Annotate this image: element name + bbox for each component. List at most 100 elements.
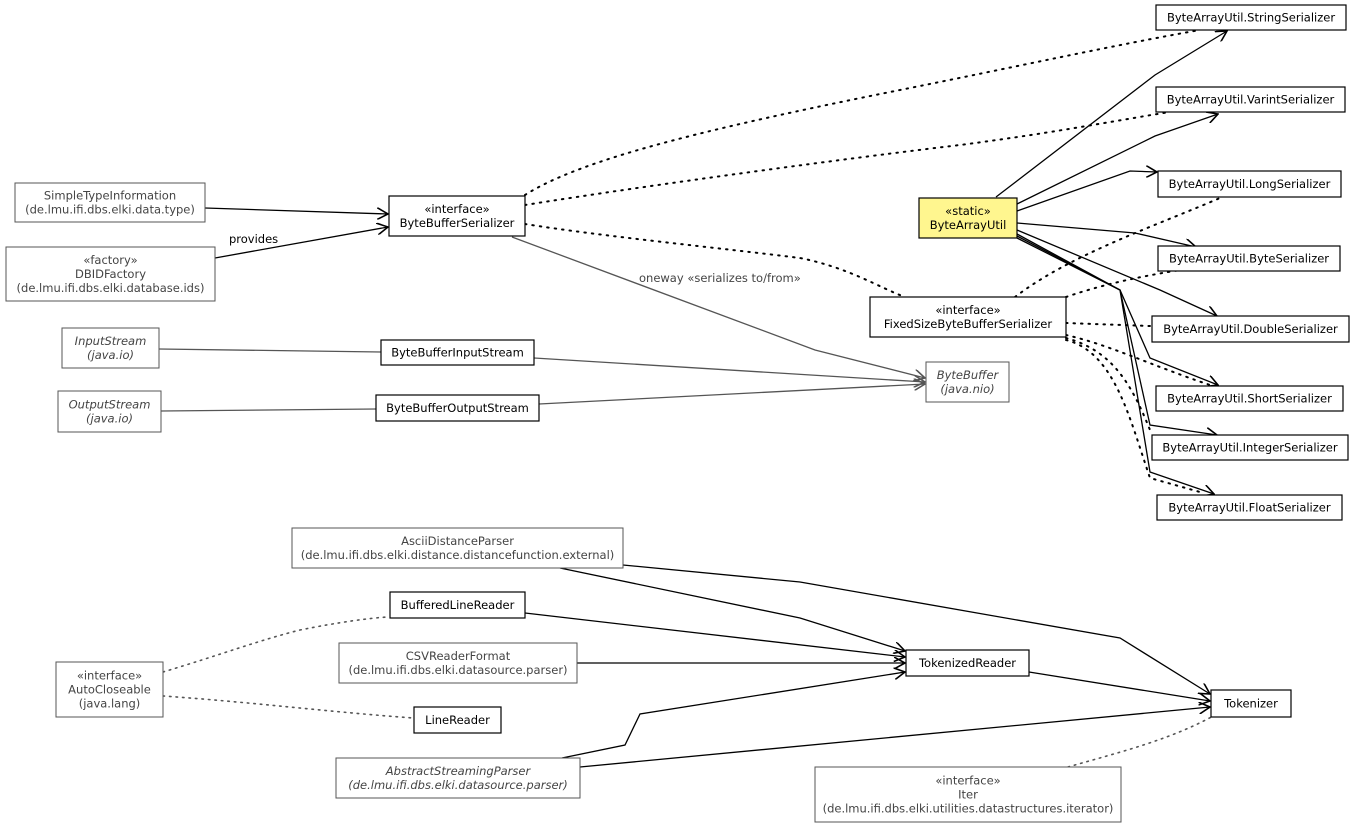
class-simpletypeinformation[interactable]: SimpleTypeInformation(de.lmu.ifi.dbs.elk… bbox=[14, 182, 206, 223]
edge-bytearrayutil-byte bbox=[1016, 222, 1196, 247]
class-bytebufferinputstream[interactable]: ByteBufferInputStream bbox=[380, 339, 535, 366]
edge-bbinput-bytebuffer bbox=[533, 357, 925, 382]
node-border bbox=[291, 527, 624, 569]
node-border bbox=[5, 246, 216, 302]
node-border bbox=[413, 706, 502, 734]
node-label-line: ByteArrayUtil.IntegerSerializer bbox=[1162, 441, 1337, 455]
node-label-line: AbstractStreamingParser bbox=[385, 764, 532, 778]
node-border bbox=[335, 757, 581, 799]
edge-bytearrayutil-double bbox=[1016, 229, 1217, 316]
class-tokenizedreader[interactable]: TokenizedReader bbox=[905, 649, 1030, 677]
node-label-line: CSVReaderFormat bbox=[406, 649, 511, 663]
class-float-serializer[interactable]: ByteArrayUtil.FloatSerializer bbox=[1156, 494, 1343, 521]
edge-fixed-short bbox=[1065, 334, 1211, 386]
class-bufferedlinereader[interactable]: BufferedLineReader bbox=[389, 591, 526, 619]
class-integer-serializer[interactable]: ByteArrayUtil.IntegerSerializer bbox=[1151, 434, 1349, 461]
interface-fixedsizebytebufferserializer[interactable]: «interface»FixedSizeByteBufferSerializer bbox=[869, 296, 1067, 338]
class-outputstream[interactable]: OutputStream(java.io) bbox=[57, 390, 162, 433]
node-label-line: BufferedLineReader bbox=[401, 598, 515, 612]
edge-iter-tokenizer bbox=[1067, 714, 1216, 768]
node-label-line: ByteArrayUtil.VarintSerializer bbox=[1167, 93, 1335, 107]
node-border bbox=[57, 390, 162, 433]
class-dbidfactory[interactable]: «factory»DBIDFactory(de.lmu.ifi.dbs.elki… bbox=[5, 246, 216, 302]
node-border bbox=[1156, 494, 1343, 521]
edge-bboutput-bytebuffer bbox=[538, 384, 925, 405]
node-border bbox=[1151, 315, 1350, 343]
edge-tokenizedreader-tokenizer bbox=[1028, 671, 1210, 701]
node-label-line: ByteArrayUtil.DoubleSerializer bbox=[1163, 322, 1338, 336]
class-bytebuffer[interactable]: ByteBuffer(java.nio) bbox=[925, 361, 1010, 403]
node-border bbox=[814, 766, 1122, 823]
edge-label-provides: provides bbox=[229, 232, 278, 246]
node-label-line: «factory» bbox=[83, 253, 137, 267]
node-label-line: InputStream bbox=[75, 334, 147, 348]
interface-iter[interactable]: «interface»Iter(de.lmu.ifi.dbs.elki.util… bbox=[814, 766, 1122, 823]
node-label-line: (de.lmu.ifi.dbs.elki.distance.distancefu… bbox=[301, 548, 615, 562]
node-label-line: FixedSizeByteBufferSerializer bbox=[884, 317, 1052, 331]
node-label-line: Iter bbox=[958, 788, 978, 802]
node-border bbox=[380, 339, 535, 366]
node-label-line: ByteBufferOutputStream bbox=[386, 401, 529, 415]
node-border bbox=[869, 296, 1067, 338]
edge-outputstream-bboutput bbox=[160, 408, 377, 412]
node-label-line: TokenizedReader bbox=[918, 656, 1016, 670]
class-bytearrayutil[interactable]: «static»ByteArrayUtil bbox=[918, 197, 1018, 239]
node-label-line: ByteArrayUtil.LongSerializer bbox=[1169, 177, 1331, 191]
node-label-line: ByteBufferSerializer bbox=[400, 216, 515, 230]
class-abstractstreamingparser[interactable]: AbstractStreamingParser(de.lmu.ifi.dbs.e… bbox=[335, 757, 581, 799]
class-linereader[interactable]: LineReader bbox=[413, 706, 502, 734]
class-short-serializer[interactable]: ByteArrayUtil.ShortSerializer bbox=[1155, 385, 1344, 412]
class-asciidistanceparser[interactable]: AsciiDistanceParser(de.lmu.ifi.dbs.elki.… bbox=[291, 527, 624, 569]
node-label-line: «interface» bbox=[935, 303, 1000, 317]
interface-autocloseable[interactable]: «interface»AutoCloseable(java.lang) bbox=[55, 661, 164, 718]
edge-bytearrayutil-long bbox=[1016, 171, 1157, 212]
node-label-line: (java.nio) bbox=[940, 382, 994, 396]
edge-bytearrayutil-float bbox=[1016, 237, 1214, 494]
node-border bbox=[1151, 434, 1349, 461]
node-border bbox=[1157, 170, 1342, 198]
class-string-serializer[interactable]: ByteArrayUtil.StringSerializer bbox=[1155, 4, 1347, 31]
node-label-line: ByteBufferInputStream bbox=[391, 346, 524, 360]
edge-bytearrayutil-short bbox=[1016, 233, 1218, 385]
class-long-serializer[interactable]: ByteArrayUtil.LongSerializer bbox=[1157, 170, 1342, 198]
edge-autocloseable-buffered bbox=[162, 616, 389, 673]
node-label-line: (de.lmu.ifi.dbs.elki.datasource.parser) bbox=[348, 663, 567, 677]
node-border bbox=[1155, 4, 1347, 31]
node-label-line: «interface» bbox=[77, 669, 142, 683]
node-label-line: ByteArrayUtil.ByteSerializer bbox=[1169, 252, 1329, 266]
node-label-line: ByteArrayUtil.StringSerializer bbox=[1167, 11, 1335, 25]
edge-dbid-bbser bbox=[214, 227, 388, 259]
edge-bbser-varint bbox=[524, 111, 1171, 206]
node-label-line: Tokenizer bbox=[1223, 697, 1278, 711]
edge-abstract-tokenizedreader bbox=[561, 672, 905, 759]
class-tokenizer[interactable]: Tokenizer bbox=[1210, 689, 1292, 718]
node-border bbox=[1210, 689, 1292, 718]
node-border bbox=[338, 642, 578, 684]
edge-fixed-integer bbox=[1065, 337, 1151, 431]
edge-fixed-byte bbox=[1065, 269, 1181, 298]
node-label-line: ByteArrayUtil bbox=[930, 218, 1007, 232]
class-bytebufferoutputstream[interactable]: ByteBufferOutputStream bbox=[375, 394, 540, 422]
node-label-line: (java.lang) bbox=[79, 697, 141, 711]
node-border bbox=[1155, 385, 1344, 412]
node-label-line: AsciiDistanceParser bbox=[401, 534, 514, 548]
node-label-line: AutoCloseable bbox=[68, 683, 151, 697]
node-label-line: «interface» bbox=[935, 774, 1000, 788]
node-label-line: (de.lmu.ifi.dbs.elki.datasource.parser) bbox=[348, 778, 568, 792]
node-border bbox=[925, 361, 1010, 403]
node-label-line: «static» bbox=[945, 204, 991, 218]
node-border bbox=[388, 195, 526, 237]
edges bbox=[158, 29, 1227, 768]
class-varint-serializer[interactable]: ByteArrayUtil.VarintSerializer bbox=[1155, 86, 1346, 113]
class-double-serializer[interactable]: ByteArrayUtil.DoubleSerializer bbox=[1151, 315, 1350, 343]
edge-ascii-tokenizedreader bbox=[559, 567, 905, 651]
node-label-line: ByteBuffer bbox=[937, 368, 1000, 382]
node-border bbox=[905, 649, 1030, 677]
interface-bytebufferserializer[interactable]: «interface»ByteBufferSerializer bbox=[388, 195, 526, 237]
class-byte-serializer[interactable]: ByteArrayUtil.ByteSerializer bbox=[1157, 245, 1341, 272]
edge-bbser-string bbox=[524, 29, 1201, 196]
node-label-line: LineReader bbox=[425, 713, 490, 727]
class-csvreaderformat[interactable]: CSVReaderFormat(de.lmu.ifi.dbs.elki.data… bbox=[338, 642, 578, 684]
class-inputstream[interactable]: InputStream(java.io) bbox=[61, 327, 160, 369]
